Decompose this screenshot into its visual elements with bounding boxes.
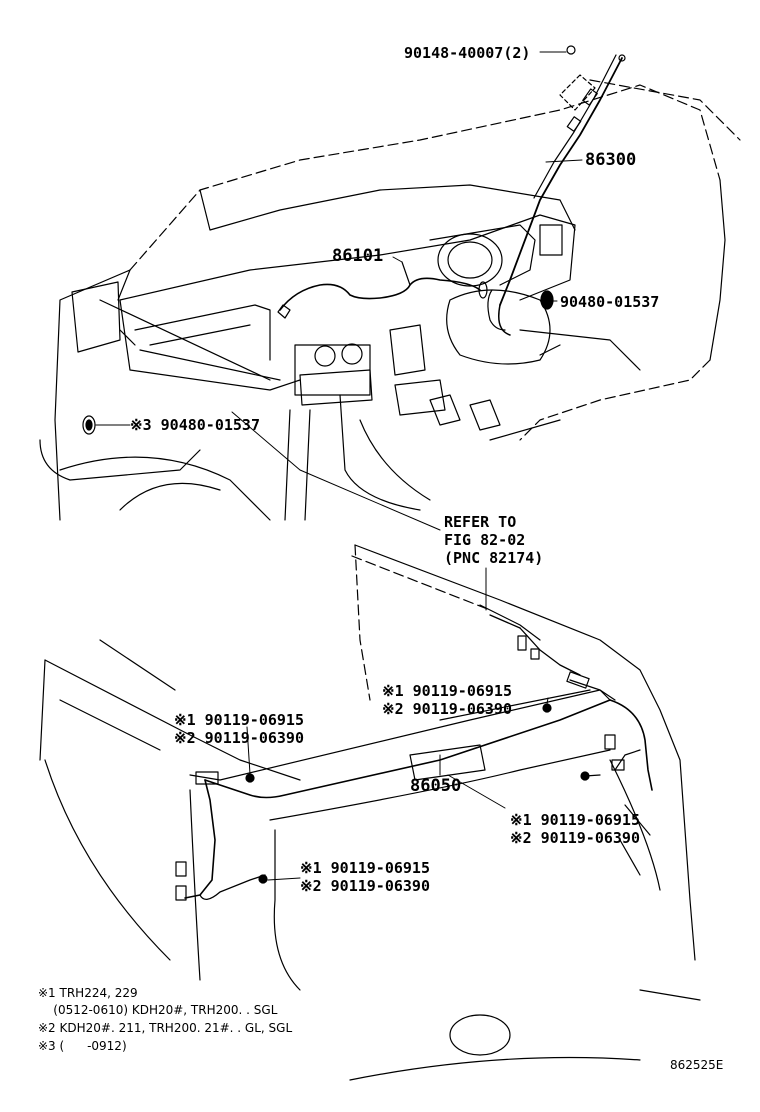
antenna-assembly [478,45,626,336]
callout-cable-dash: 86101 [332,246,384,266]
note-3: ※3 ( -0912) [38,1039,127,1053]
callout-clip-b-line1: ※1 90119-06915 [174,711,304,729]
callout-clip-b-line2: ※2 90119-06390 [174,729,304,747]
grommet-left [82,415,96,435]
callout-grommet-right: 90480-01537 [560,293,660,311]
callout-clip-a-line2: ※2 90119-06390 [382,700,512,718]
antenna-cable-rear [175,614,653,901]
refer-text-line3: (PNC 82174) [444,549,544,567]
callout-clip-d-line2: ※2 90119-06390 [300,877,430,895]
rear-body-outline [39,544,701,1081]
refer-text-line1: REFER TO [444,513,517,531]
leader-lines-upper [95,51,583,531]
callout-antenna: 86300 [585,150,637,170]
clips [245,703,601,884]
callout-grommet-left: ※3 90480-01537 [130,416,260,434]
refer-text-line2: FIG 82-02 [444,531,526,549]
leader-lines-lower [246,567,549,881]
cab-body-outline [39,79,741,521]
antenna-cable-dash [277,261,481,319]
callout-clip-a-line1: ※1 90119-06915 [382,682,512,700]
figure-id: 862525E [670,1058,724,1072]
callout-clip-d-line1: ※1 90119-06915 [300,859,430,877]
note-1-line2: (0512-0610) KDH20#, TRH200. . SGL [38,1003,278,1017]
callout-bolt-top: 90148-40007(2) [404,44,531,62]
callout-clip-c-line2: ※2 90119-06390 [510,829,640,847]
callout-clip-c-line1: ※1 90119-06915 [510,811,640,829]
grommet-right [540,290,554,310]
callout-cable-rear: 86050 [410,776,462,796]
note-2: ※2 KDH20#. 211, TRH200. 21#. . GL, SGL [38,1021,293,1035]
note-1-line1: ※1 TRH224, 229 [38,986,138,1000]
